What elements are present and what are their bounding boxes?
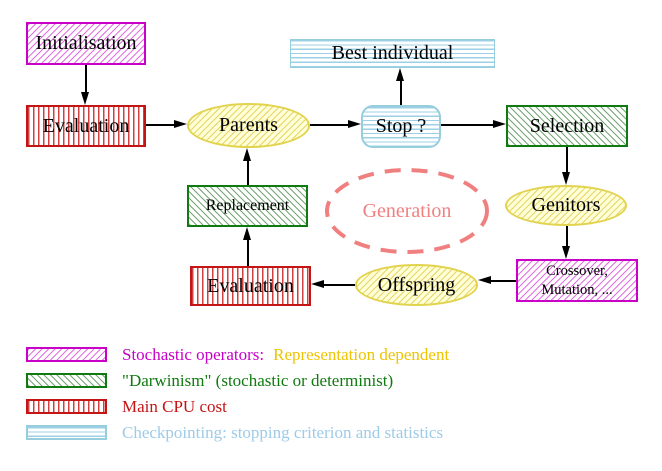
node-generation: Generation: [362, 199, 452, 222]
node-genitors: Genitors: [505, 185, 627, 226]
arrow-line-crossover-to-offspring: [491, 280, 516, 282]
crossover-label-line2: Mutation, ...: [541, 281, 613, 298]
node-selection: Selection: [506, 105, 628, 147]
legend-text-stochastic-operators: Stochastic operators:: [122, 344, 265, 364]
arrow-line-offspring-to-evaluation: [324, 284, 355, 286]
legend-row-darwinism: "Darwinism" (stochastic or determinist): [26, 370, 394, 390]
node-replacement: Replacement: [187, 185, 308, 227]
arrowhead-selection-to-genitors: [562, 172, 570, 185]
legend-text-representation-dependent: Representation dependent: [273, 344, 450, 364]
arrowhead-genitors-to-crossover: [562, 246, 570, 259]
legend-swatch-cyan-stripes: [26, 425, 107, 440]
arrowhead-initialisation-to-evaluation: [81, 92, 89, 105]
arrowhead-stop-to-selection: [493, 120, 506, 128]
arrow-line-stop-to-best-individual: [400, 81, 402, 105]
legend-swatch-magenta-hatch: [26, 347, 107, 362]
arrowhead-parents-to-stop: [348, 120, 361, 128]
arrow-line-evaluation-to-replacement: [247, 240, 249, 266]
arrow-line-replacement-to-parents: [247, 161, 249, 185]
legend-row-checkpointing: Checkpointing: stopping criterion and st…: [26, 422, 444, 442]
legend-text-checkpointing: Checkpointing: stopping criterion and st…: [122, 422, 444, 442]
node-stop: Stop ?: [361, 105, 441, 148]
arrow-line-selection-to-genitors: [566, 147, 568, 172]
legend-swatch-green-hatch: [26, 373, 107, 388]
node-best-individual: Best individual: [290, 39, 495, 68]
arrowhead-crossover-to-offspring: [478, 276, 491, 284]
arrow-line-parents-to-stop: [310, 124, 348, 126]
arrow-line-evaluation-to-parents: [146, 124, 174, 126]
crossover-label-line1: Crossover,: [546, 262, 608, 279]
arrow-line-stop-to-selection: [441, 124, 493, 126]
node-initialisation: Initialisation: [26, 22, 146, 65]
legend-swatch-red-stripes: [26, 399, 107, 414]
node-parents: Parents: [187, 103, 310, 148]
generation-dashed-ellipse: [325, 168, 489, 254]
legend-text-darwinism: "Darwinism" (stochastic or determinist): [122, 370, 394, 390]
arrowhead-evaluation-to-parents: [174, 120, 187, 128]
node-offspring: Offspring: [355, 264, 478, 306]
arrowhead-evaluation-to-replacement: [243, 227, 251, 240]
arrowhead-replacement-to-parents: [243, 148, 251, 161]
node-evaluation-top: Evaluation: [26, 105, 146, 147]
legend-row-main-cpu-cost: Main CPU cost: [26, 396, 227, 416]
arrow-line-genitors-to-crossover: [566, 226, 568, 246]
arrowhead-stop-to-best-individual: [396, 68, 404, 81]
legend-row-stochastic-operators: Stochastic operators: Representation dep…: [26, 344, 450, 364]
arrow-line-initialisation-to-evaluation: [85, 65, 87, 93]
node-crossover-mutation: Crossover, Mutation, ...: [516, 259, 638, 302]
legend-text-main-cpu-cost: Main CPU cost: [122, 396, 227, 416]
arrowhead-offspring-to-evaluation: [311, 280, 324, 288]
node-evaluation-bottom: Evaluation: [190, 266, 311, 306]
